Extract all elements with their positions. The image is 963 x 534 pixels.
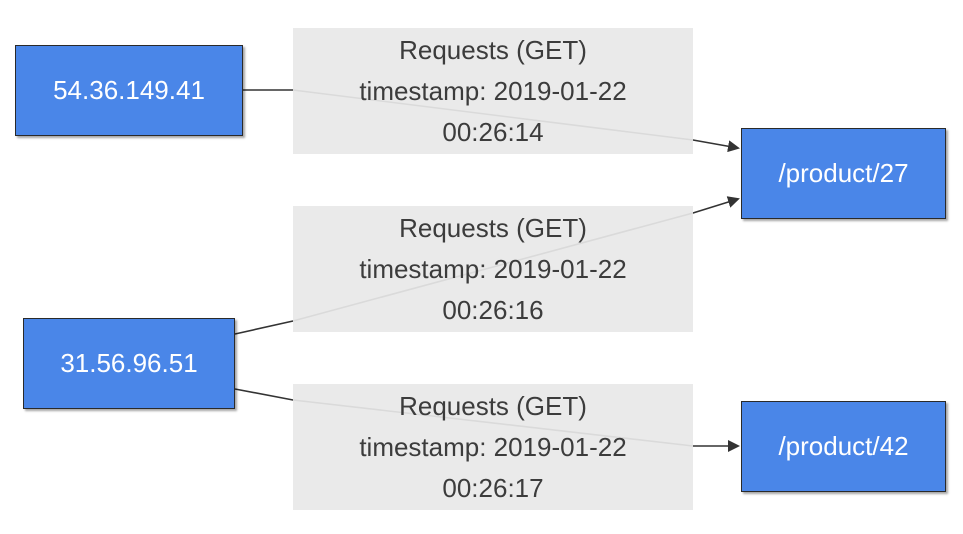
node-target-product-42: /product/42 [741,401,946,492]
edge-label-3-timestamp-time: 00:26:17 [442,472,544,503]
edge-label-2-timestamp-time: 00:26:16 [442,294,544,325]
edge-label-2-method: Requests (GET) [399,212,587,243]
edge-label-3: Requests (GET) timestamp: 2019-01-22 00:… [293,384,693,510]
edge-label-2-timestamp-date: timestamp: 2019-01-22 [359,253,627,284]
edge-label-3-method: Requests (GET) [399,390,587,421]
node-source-31-56-96-51: 31.56.96.51 [23,318,235,409]
node-source-2-label: 31.56.96.51 [60,348,198,378]
edge-label-1-method: Requests (GET) [399,34,587,65]
node-target-2-label: /product/42 [778,431,909,461]
edge-label-2: Requests (GET) timestamp: 2019-01-22 00:… [293,206,693,332]
node-target-product-27: /product/27 [741,128,946,219]
node-source-54-36-149-41: 54.36.149.41 [15,45,243,136]
node-source-1-label: 54.36.149.41 [53,75,205,105]
edge-label-1: Requests (GET) timestamp: 2019-01-22 00:… [293,28,693,154]
edge-label-3-timestamp-date: timestamp: 2019-01-22 [359,431,627,462]
edge-label-1-timestamp-date: timestamp: 2019-01-22 [359,75,627,106]
node-target-1-label: /product/27 [778,158,909,188]
edge-label-1-timestamp-time: 00:26:14 [442,116,544,147]
